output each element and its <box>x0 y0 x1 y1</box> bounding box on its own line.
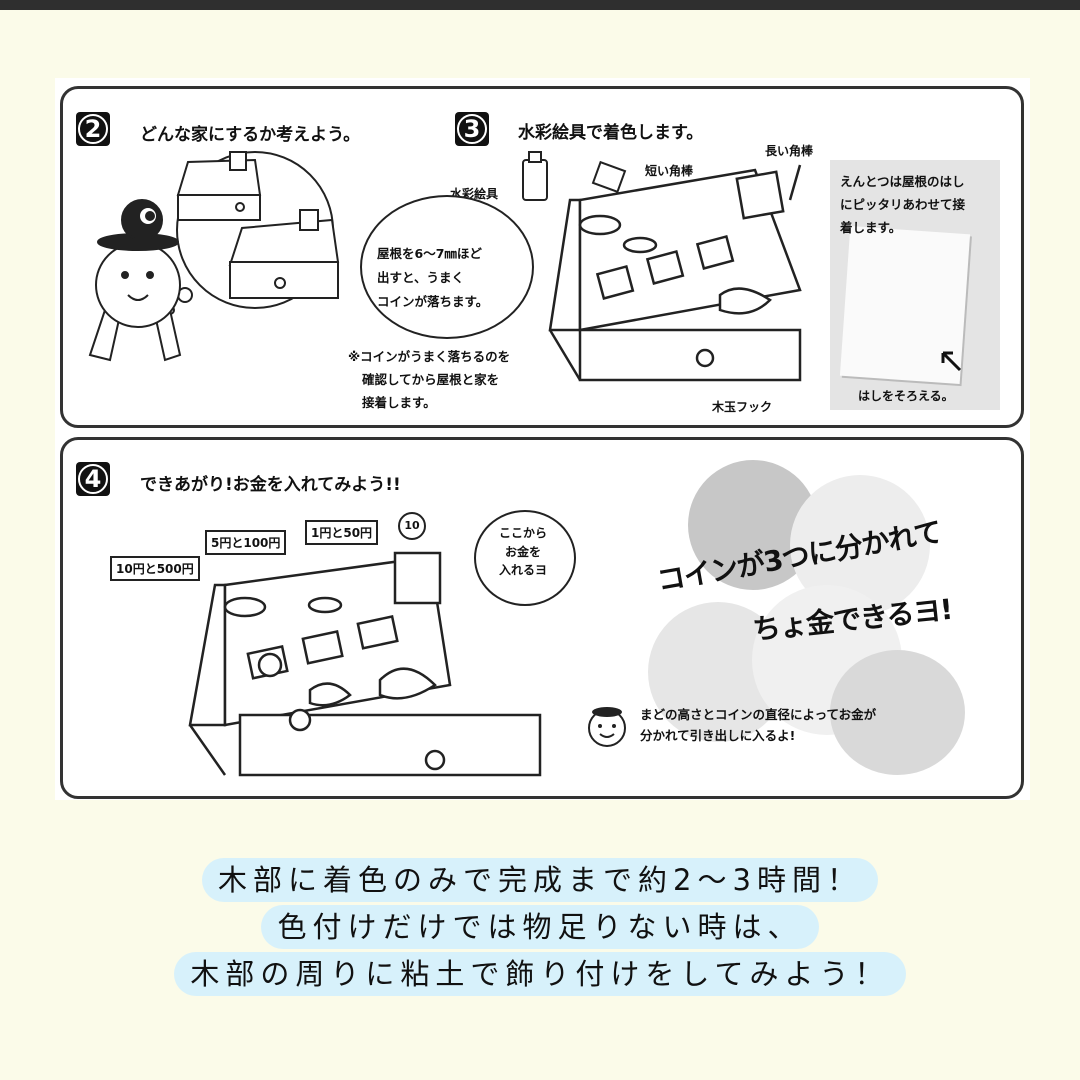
coin-tag-10-500: 10円と500円 <box>110 556 200 581</box>
finished-house-illustration <box>188 551 542 777</box>
step-2-badge: 2 <box>76 112 110 146</box>
step-2-heading: どんな家にするか考えよう。 <box>140 125 361 145</box>
chimney-instruction: えんとつは屋根のはし にピッタリあわせて接 着します。 <box>840 174 966 236</box>
coin-10-icon: 10 <box>398 512 426 540</box>
coin-tag-5-100: 5円と100円 <box>205 530 287 555</box>
coin-tag-1-50: 1円と50円 <box>305 520 379 545</box>
thinking-character-illustration <box>88 151 340 362</box>
caption-line-2: 色付けだけでは物足りない時は、 <box>0 905 1080 949</box>
step-3-heading: 水彩絵具で着色します。 <box>518 123 704 143</box>
caption-line-1: 木部に着色のみで完成まで約2〜3時間！ <box>0 858 1080 902</box>
coin-sort-tip: まどの高さとコインの直径によってお金が 分かれて引き出しに入るよ! <box>640 707 877 743</box>
roof-overhang-tip: 屋根を6〜7㎜ほど 出すと、うまく コインが落ちます。 <box>377 246 489 309</box>
top-bar <box>0 0 1080 10</box>
step-3-badge: 3 <box>455 112 489 146</box>
wood-hook-label: 木玉フック <box>712 400 773 414</box>
glue-note: ※コインがうまく落ちるのを 確認してから屋根と家を 接着します。 <box>348 349 511 411</box>
align-edges-caption: はしをそろえる。 <box>858 389 954 403</box>
paint-tube-icon <box>522 151 548 201</box>
coin-slot-text: ここから お金を 入れるヨ <box>498 526 547 578</box>
house-coloring-illustration <box>548 164 802 382</box>
coin-slot-bubble <box>474 510 576 606</box>
house-sketch-2 <box>228 209 340 299</box>
arrow-icon <box>941 351 962 372</box>
short-stick-icon <box>591 160 627 194</box>
step-4-badge: 4 <box>76 462 110 496</box>
caption-line-3: 木部の周りに粘土で飾り付けをしてみよう！ <box>0 952 1080 996</box>
boy-character <box>88 199 182 362</box>
speech-bubble <box>360 195 534 339</box>
decor-circle <box>830 650 965 775</box>
short-stick-label: 短い角棒 <box>645 164 694 178</box>
house-sketch-1 <box>176 151 262 221</box>
step-4-heading: できあがり!お金を入れてみよう!! <box>140 475 401 495</box>
long-stick-label: 長い角棒 <box>765 144 814 158</box>
boy-face-icon <box>588 707 626 747</box>
